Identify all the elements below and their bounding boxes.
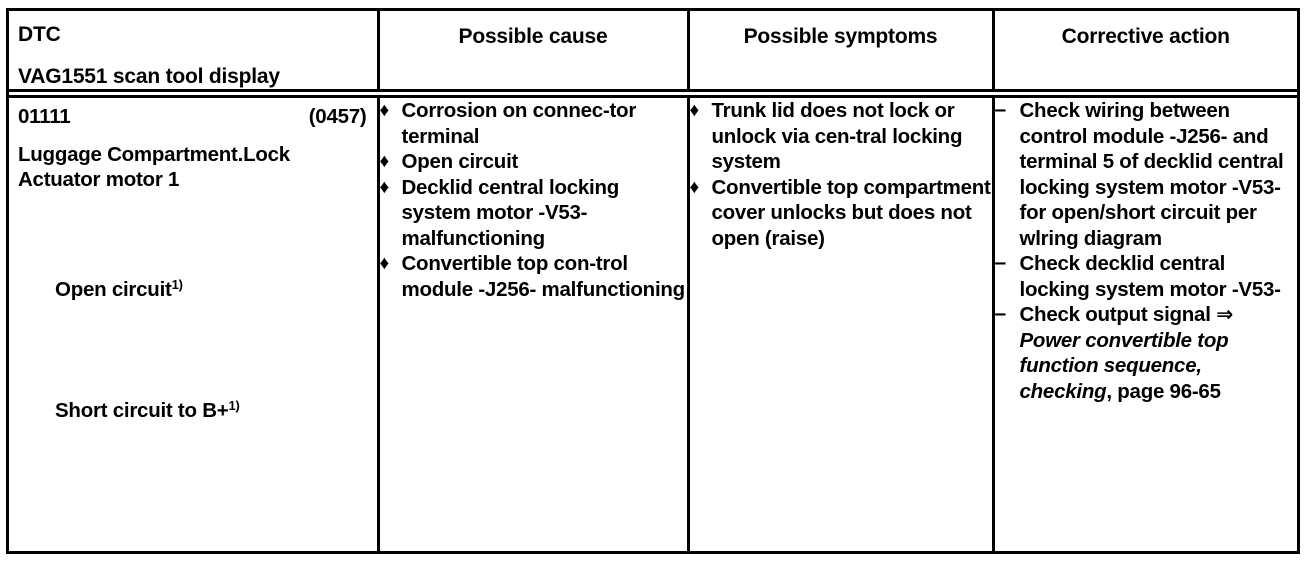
dtc-description: Luggage Compartment.Lock Actuator motor … (18, 142, 290, 192)
dash-bullet-icon: – (994, 251, 1007, 274)
list-item: ♦ Decklid central locking system motor -V… (380, 175, 687, 252)
dtc-table: DTC VAG1551 scan tool display Possible c… (9, 11, 1297, 551)
table-header: DTC VAG1551 scan tool display Possible c… (9, 11, 1297, 98)
list-item: –Check decklid central locking system mo… (995, 251, 1298, 302)
column-header-corrective-action: Corrective action (1061, 25, 1230, 48)
table-body: 01111 (0457) Luggage Compartment.Lock Ac… (9, 98, 1297, 551)
list-item-label: Check decklid central locking system mot… (1019, 252, 1281, 301)
footnote-marker-1: 1) (171, 276, 183, 292)
diamond-bullet-icon: ♦ (379, 253, 390, 274)
dtc-table-container: DTC VAG1551 scan tool display Possible c… (6, 8, 1300, 554)
dtc-condition-open-circuit: Open circuit1) (9, 277, 377, 303)
list-item: ♦ Corrosion on connec-­tor terminal (380, 98, 687, 149)
diamond-bullet-icon: ♦ (379, 151, 390, 172)
diamond-bullet-icon: ♦ (379, 100, 390, 121)
list-item: ♦ Open circuit (380, 149, 687, 175)
list-item-label: Trunk lid does not lock or unlock via ce… (711, 99, 963, 173)
dtc-code: 01111 (18, 105, 71, 128)
diamond-bullet-icon: ♦ (689, 100, 700, 121)
list-item-label: Open circuit (401, 150, 519, 173)
list-item-cross-reference: –Check output signal ⇒ Power convertible… (995, 302, 1298, 404)
dtc-code-alt: (0457) (308, 105, 367, 128)
cell-corrective-action: –Check wiring between control module -J2… (993, 98, 1297, 551)
cell-dtc-content: 01111 (0457) Luggage Compartment.Lock Ac… (9, 98, 377, 551)
dtc-condition-open-circuit-text: Open circuit (55, 277, 172, 301)
cell-dtc: 01111 (0457) Luggage Compartment.Lock Ac… (9, 98, 380, 551)
double-arrow-icon: ⇒ (1216, 303, 1234, 326)
dash-bullet-icon: – (994, 302, 1007, 325)
header-double-rule (9, 89, 1297, 98)
possible-cause-list-group-1: ♦ Corrosion on connec-­tor terminal ♦ Open… (380, 98, 687, 251)
diamond-bullet-icon: ♦ (689, 176, 700, 198)
table-row: 01111 (0457) Luggage Compartment.Lock Ac… (9, 98, 1297, 551)
list-item: ♦ Convertible top con-­trol module -J256-… (380, 251, 687, 302)
list-item-label: Convertible top con-­trol module -J256- … (401, 252, 686, 301)
cross-reference-page: , page 96-65 (1106, 379, 1221, 403)
column-header-possible-symptoms: Possible symptoms (688, 11, 995, 89)
header-row: DTC VAG1551 scan tool display Possible c… (9, 11, 1297, 89)
dtc-condition-short-circuit: Short circuit to B+1) (9, 398, 377, 424)
possible-cause-list-group-2: ♦ Convertible top con-­trol module -J256-… (380, 251, 687, 302)
cross-reference-lead: Check output signal (1019, 303, 1211, 326)
dtc-code-row: 01111 (0457) (9, 98, 377, 130)
column-header-dtc: DTC VAG1551 scan tool display (9, 11, 380, 89)
list-item-label: Decklid central locking system motor -V5… (401, 175, 620, 250)
corrective-action-list: –Check wiring between control module -J2… (995, 98, 1298, 404)
dash-bullet-icon: – (994, 98, 1007, 121)
diamond-bullet-icon: ♦ (379, 176, 390, 198)
cell-possible-symptoms: ♦ Trunk lid does not lock or unlock via c… (688, 98, 995, 551)
dtc-condition-short-circuit-text: Short circuit to B+ (55, 399, 229, 422)
footnote-marker-2: 1) (228, 397, 240, 413)
column-header-dtc-line2: VAG1551 scan tool display (18, 65, 280, 88)
list-item: –Check wiring between control module -J2… (995, 98, 1298, 251)
list-item: ♦ Convertible top compartment cover unloc… (690, 175, 992, 252)
header-separator-row (9, 89, 1297, 98)
column-header-dtc-line1: DTC (18, 23, 61, 46)
possible-symptoms-list: ♦ Trunk lid does not lock or unlock via c… (690, 98, 992, 251)
column-header-possible-cause: Possible cause (378, 11, 690, 89)
header-double-rule-inner (9, 89, 1297, 98)
cell-possible-cause: ♦ Corrosion on connec-­tor terminal ♦ Open… (378, 98, 690, 551)
list-item-label: Check wiring between control module -J25… (1019, 99, 1284, 250)
cross-reference-title: Power convertible top function sequence,… (1019, 328, 1229, 403)
list-item: ♦ Trunk lid does not lock or unlock via c… (690, 98, 992, 175)
list-item-label: Corrosion on connec-­tor terminal (401, 99, 637, 148)
list-item-label: Convertible top compartment cover unlock… (711, 175, 991, 250)
